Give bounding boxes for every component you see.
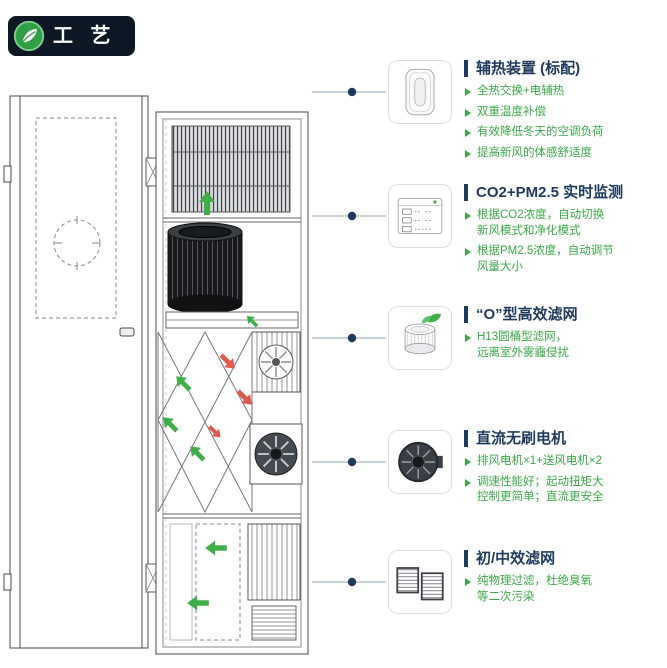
feature-card-motor: 直流无刷电机 排风电机×1+送风电机×2 调速性能好；起动扭矩大 控制更简单；直… [388,430,660,511]
feature-icon-box [388,430,452,494]
feature-card-panel-filter: 初/中效滤网 纯物理过滤，杜绝臭氧 等二次污染 [388,550,660,614]
bullet-arrow-icon [465,129,471,138]
leaf-logo-icon [13,20,45,52]
feature-card-body: “O”型高效滤网 H13圆桶型滤网， 远离室外雾霾侵扰 [464,306,660,366]
feature-icon-box [388,60,452,124]
bullet-arrow-icon [465,334,471,343]
feature-bullet: 提高新风的体感舒适度 [464,146,660,162]
feature-bullet: 排风电机×1+送风电机×2 [464,454,660,470]
brand-badge: 工 艺 [8,16,135,56]
feature-title: 辅热装置 (标配) [464,60,660,78]
feature-bullet: 有效降低冬天的空调负荷 [464,125,660,141]
bullet-text: 调速性能好；起动扭矩大 控制更简单；直流更安全 [477,475,604,504]
bullet-arrow-icon [465,149,471,158]
bullet-text: 排风电机×1+送风电机×2 [477,455,602,468]
drum-filter-icon [404,313,441,355]
bullet-text: 根据CO2浓度，自动切换 新风模式和净化模式 [477,209,605,237]
bottom-filter-section [163,513,301,641]
feature-card-body: 直流无刷电机 排风电机×1+送风电机×2 调速性能好；起动扭矩大 控制更简单；直… [464,430,660,511]
bullet-arrow-icon [465,108,471,117]
bullet-arrow-icon [465,578,471,587]
bullet-text: 全热交换+电辅热 [477,85,565,98]
exhaust-motor [249,423,303,485]
bullet-text: 纯物理过滤，杜绝臭氧 等二次污染 [477,575,592,603]
bullet-text: 双重温度补偿 [477,105,546,118]
feature-card-monitoring: CO2+PM2.5 实时监测 根据CO2浓度，自动切换 新风模式和净化模式 根据… [388,184,660,280]
feature-title: 直流无刷电机 [464,430,660,448]
feature-bullet: 调速性能好；起动扭矩大 控制更简单；直流更安全 [464,475,660,506]
feature-title: CO2+PM2.5 实时监测 [464,184,660,202]
feature-card-heater: 辅热装置 (标配) 全热交换+电辅热 双重温度补偿 有效降低冬天的空调负荷 提高… [388,60,660,166]
feature-card-body: CO2+PM2.5 实时监测 根据CO2浓度，自动切换 新风模式和净化模式 根据… [464,184,660,280]
bullet-arrow-icon [465,212,471,221]
bullet-arrow-icon [465,248,471,257]
feature-bullet: H13圆桶型滤网， 远离室外雾霾侵扰 [464,330,660,361]
panel-filter-icon [396,567,444,601]
leader-dots [347,87,357,587]
feature-bullet: 根据PM2.5浓度，自动调节 风量大小 [464,244,660,275]
heater-icon [405,68,435,116]
bullet-arrow-icon [465,88,471,97]
heat-coil-section [163,125,301,223]
feature-icon-box [388,550,452,614]
bullet-arrow-icon [465,478,471,487]
bullet-text: 根据PM2.5浓度，自动调节 风量大小 [477,245,614,273]
sensor-panel-icon [397,198,443,234]
feature-card-body: 辅热装置 (标配) 全热交换+电辅热 双重温度补偿 有效降低冬天的空调负荷 提高… [464,60,660,166]
feature-icon-box [388,184,452,248]
feature-bullet: 双重温度补偿 [464,105,660,121]
bullet-text: 提高新风的体感舒适度 [477,146,592,159]
bullet-text: 有效降低冬天的空调负荷 [477,126,604,139]
feature-title: “O”型高效滤网 [464,306,660,324]
bullet-arrow-icon [465,458,471,467]
cabinet-door [3,95,149,649]
supply-fan [251,331,301,393]
feature-bullet: 纯物理过滤，杜绝臭氧 等二次污染 [464,574,660,605]
drum-filter-section [165,222,299,329]
badge-label: 工 艺 [53,25,117,47]
motor-icon [398,441,443,483]
feature-icon-box [388,306,452,370]
feature-card-drum-filter: “O”型高效滤网 H13圆桶型滤网， 远离室外雾霾侵扰 [388,306,660,370]
feature-title: 初/中效滤网 [464,550,660,568]
feature-card-body: 初/中效滤网 纯物理过滤，杜绝臭氧 等二次污染 [464,550,660,610]
feature-bullet: 全热交换+电辅热 [464,84,660,100]
bullet-text: H13圆桶型滤网， 远离室外雾霾侵扰 [477,331,569,359]
feature-bullet: 根据CO2浓度，自动切换 新风模式和净化模式 [464,208,660,239]
